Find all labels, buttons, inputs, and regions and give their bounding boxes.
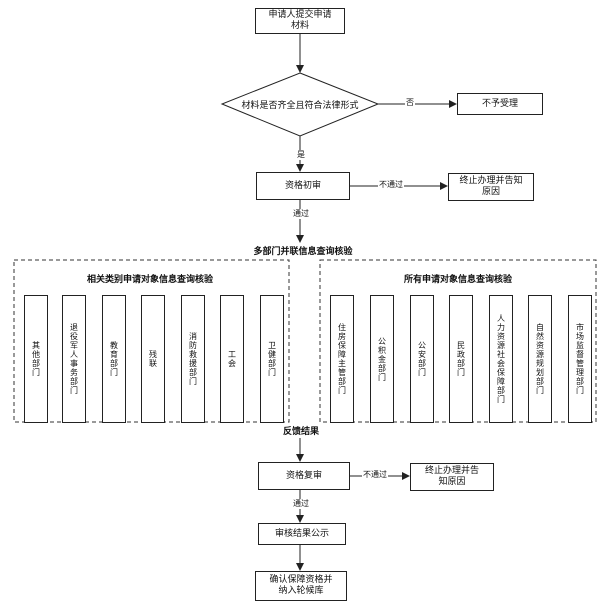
pass-label-1: 通过 xyxy=(292,209,310,219)
right-dept-box: 市场监督管理部门 xyxy=(568,295,592,423)
yes-label: 是 xyxy=(296,150,306,160)
left-dept-box: 消防救援部门 xyxy=(181,295,205,423)
left-dept-box: 卫健部门 xyxy=(260,295,284,423)
right-dept-box: 自然资源规划部门 xyxy=(528,295,552,423)
multi-dept-title: 多部门并联信息查询核验 xyxy=(240,247,366,257)
fail-label-1: 不通过 xyxy=(378,180,404,190)
start-box: 申请人提交申请材料 xyxy=(255,8,345,34)
feedback-label: 反馈结果 xyxy=(275,427,327,437)
no-label: 否 xyxy=(405,98,415,108)
left-group-title: 相关类别申请对象信息查询核验 xyxy=(86,275,213,285)
publicity-box: 审核结果公示 xyxy=(258,523,346,545)
right-dept-box: 公安部门 xyxy=(410,295,434,423)
left-dept-box: 其他部门 xyxy=(24,295,48,423)
decision-label: 材料是否齐全且符合法律形式 xyxy=(241,101,359,111)
left-dept-box: 工会 xyxy=(220,295,244,423)
right-group-title: 所有申请对象信息查询核验 xyxy=(403,275,512,285)
re-review-box: 资格复审 xyxy=(258,462,350,490)
pass-label-2: 通过 xyxy=(292,499,310,509)
left-dept-box: 残联 xyxy=(141,295,165,423)
final-box: 确认保障资格并纳入轮候库 xyxy=(255,571,347,601)
right-dept-box: 民政部门 xyxy=(449,295,473,423)
right-dept-box: 公积金部门 xyxy=(370,295,394,423)
reject-box: 不予受理 xyxy=(457,93,543,115)
terminate-box-2: 终止办理并告知原因 xyxy=(410,463,494,491)
terminate-box-1: 终止办理并告知原因 xyxy=(448,173,534,201)
left-dept-box: 教育部门 xyxy=(102,295,126,423)
fail-label-2: 不通过 xyxy=(362,470,388,480)
left-dept-box: 退役军人事务部门 xyxy=(62,295,86,423)
right-dept-box: 住房保障主管部门 xyxy=(330,295,354,423)
right-dept-box: 人力资源社会保障部门 xyxy=(489,295,513,423)
preliminary-review-box: 资格初审 xyxy=(256,172,350,200)
